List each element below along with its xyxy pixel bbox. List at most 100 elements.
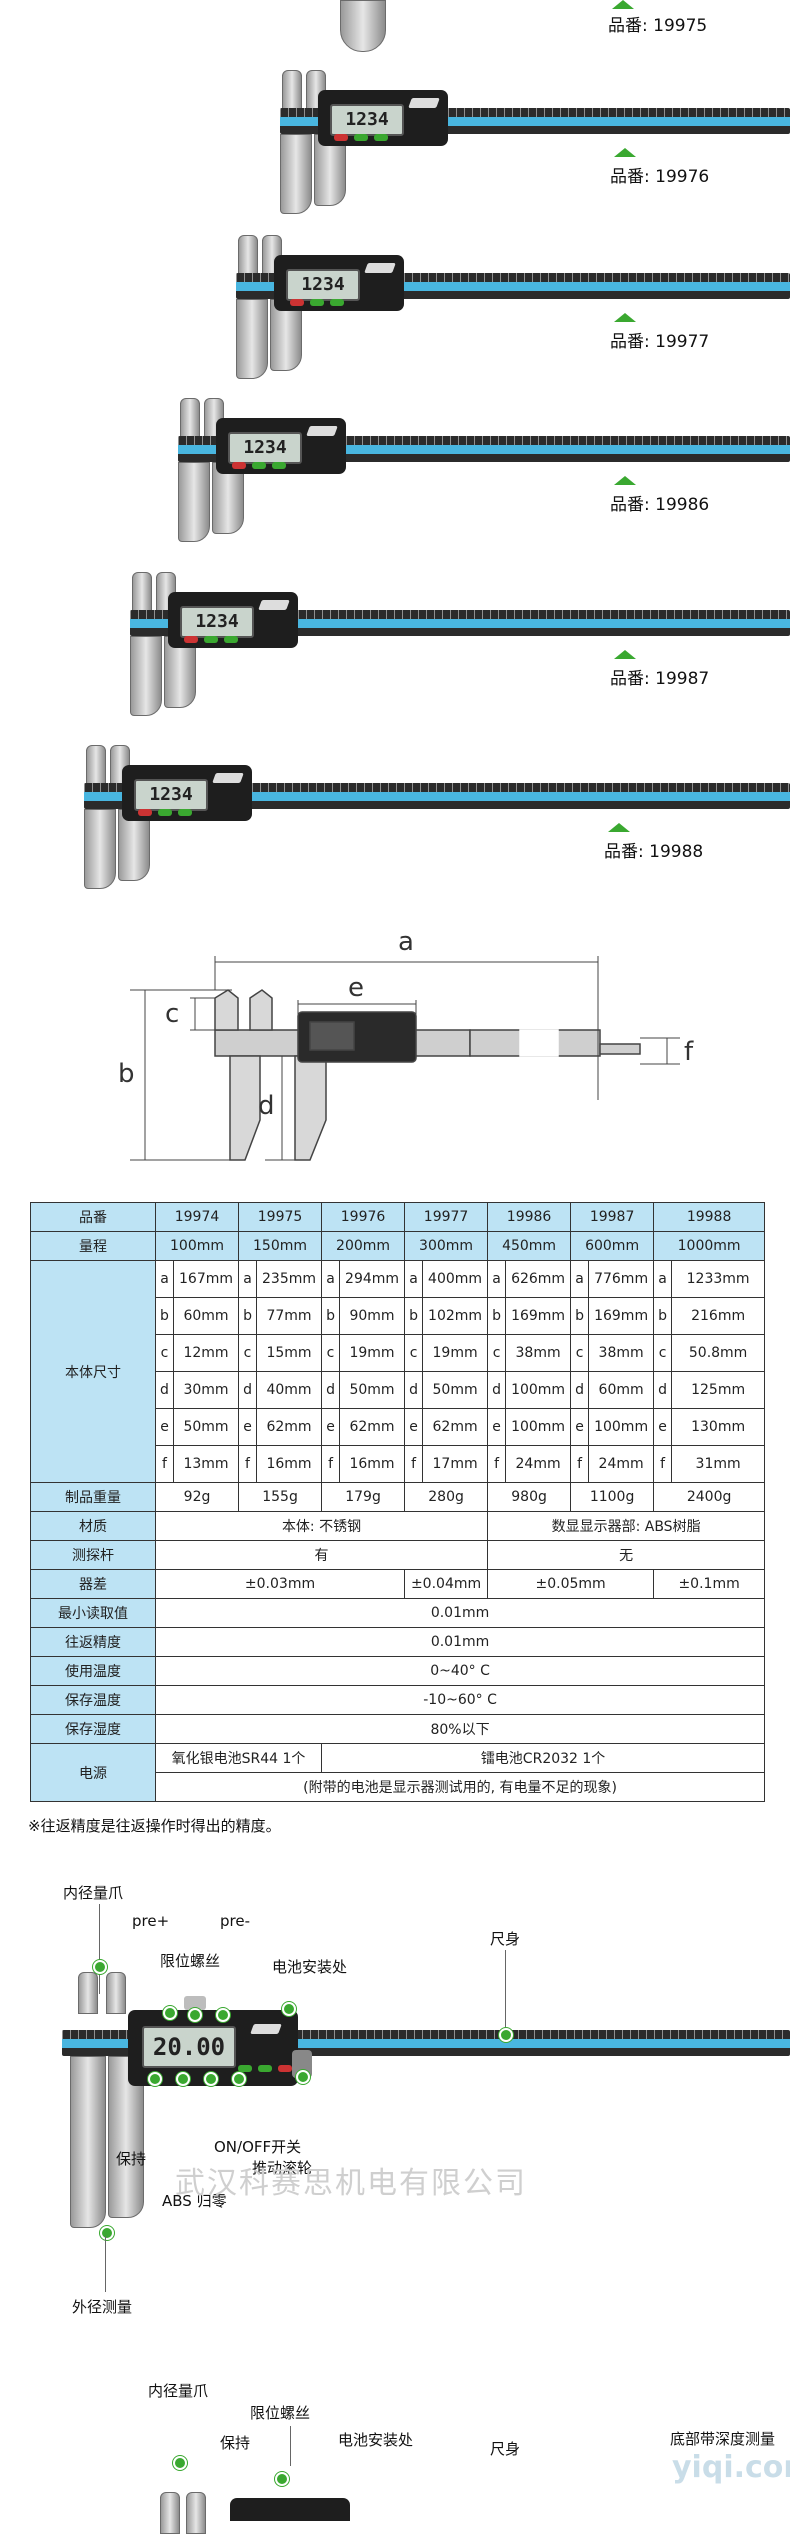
table-cell: 50mm <box>422 1371 489 1409</box>
label2-limit-screw: 限位螺丝 <box>250 2404 311 2422</box>
header-cell: 19974 <box>154 1202 240 1232</box>
table-cell: 本体: 不锈钢 <box>154 1511 489 1541</box>
triangle-icon <box>614 476 636 485</box>
table-cell: 16mm <box>256 1445 323 1483</box>
marker-outer-measure <box>100 2226 114 2240</box>
header-cell: 19976 <box>321 1202 406 1232</box>
dim-letter: e <box>653 1408 673 1446</box>
site-watermark: yiqi.com <box>672 2450 790 2485</box>
table-cell: 40mm <box>256 1371 323 1409</box>
table-cell: 92g <box>154 1482 240 1512</box>
table-cell: ±0.1mm <box>653 1569 766 1599</box>
table-cell: 216mm <box>671 1297 766 1335</box>
dim-letter: b <box>570 1297 590 1335</box>
inner-jaw <box>132 572 152 614</box>
row-label: 往返精度 <box>30 1627 156 1657</box>
lcd-display: 1234 <box>330 104 404 136</box>
precision-note: ※往返精度是往返操作时得出的精度。 <box>28 1817 281 1835</box>
table-cell: 626mm <box>505 1260 572 1298</box>
table-cell: 镭电池CR2032 1个 <box>321 1743 766 1773</box>
table-cell: 62mm <box>256 1408 323 1446</box>
table-cell: 24mm <box>505 1445 572 1483</box>
table-cell: 17mm <box>422 1445 489 1483</box>
row-label: 最小读取值 <box>30 1598 156 1628</box>
label2-ruler: 尺身 <box>490 2440 521 2458</box>
label2-hold: 保持 <box>220 2434 251 2452</box>
row-label: 器差 <box>30 1569 156 1599</box>
outer-jaw <box>236 299 268 379</box>
table-row: 电源氧化银电池SR44 1个镭电池CR2032 1个 <box>30 1743 766 1802</box>
table-row: 材质本体: 不锈钢数显显示器部: ABS树脂 <box>30 1511 766 1541</box>
table-cell: 15mm <box>256 1334 323 1372</box>
marker2-limit-screw <box>275 2472 289 2486</box>
table-cell: 50mm <box>339 1371 406 1409</box>
marker2-inner-jaw <box>173 2456 187 2470</box>
dim-label-c: c <box>165 999 179 1029</box>
table-cell: 0~40° C <box>154 1656 766 1686</box>
label-hold: 保持 <box>116 2150 147 2168</box>
dim-letter: d <box>238 1371 258 1409</box>
product-label: 品番: 19976 <box>610 167 710 187</box>
label-pre-minus: pre- <box>220 1912 250 1930</box>
triangle-icon <box>614 148 636 157</box>
table-cell: 60mm <box>588 1371 655 1409</box>
table-cell: 280g <box>404 1482 489 1512</box>
product-label-19975: 品番: 19975 <box>608 16 708 36</box>
dim-letter: f <box>570 1445 590 1483</box>
label-onoff: ON/OFF开关 <box>214 2138 302 2156</box>
display-head: 1234 <box>274 255 404 311</box>
dim-letter: a <box>570 1260 590 1298</box>
table-cell: 200mm <box>321 1231 406 1261</box>
table-cell: 100mm <box>588 1408 655 1446</box>
outer-jaw <box>118 809 150 881</box>
display-head: 1234 <box>168 592 298 648</box>
outer-jaw <box>130 636 162 716</box>
dim-letter: b <box>653 1297 673 1335</box>
inner-jaw-b2 <box>186 2492 206 2534</box>
dim-label-d: d <box>258 1091 275 1121</box>
table-cell: 102mm <box>422 1297 489 1335</box>
product-label: 品番: 19987 <box>610 669 710 689</box>
row-label: 制品重量 <box>30 1482 156 1512</box>
inner-jaw <box>78 1972 98 2014</box>
table-cell: ±0.03mm <box>154 1569 406 1599</box>
row-label: 保存温度 <box>30 1685 156 1715</box>
dim-letter: b <box>321 1297 341 1335</box>
table-row: 保存温度-10~60° C <box>30 1685 766 1715</box>
table-cell: 38mm <box>505 1334 572 1372</box>
lcd-display: 1234 <box>228 432 302 464</box>
dim-letter: e <box>155 1408 174 1446</box>
triangle-icon <box>612 0 634 9</box>
marker-ruler <box>499 2028 513 2042</box>
label2-inner-jaw: 内径量爪 <box>148 2382 209 2400</box>
table-cell: 有 <box>154 1540 489 1570</box>
table-cell: 24mm <box>588 1445 655 1483</box>
dim-letter: e <box>238 1408 258 1446</box>
label-outer-measure: 外径测量 <box>72 2298 133 2316</box>
dim-letter: c <box>653 1334 673 1372</box>
dim-letter: d <box>321 1371 341 1409</box>
table-cell: 50.8mm <box>671 1334 766 1372</box>
table-cell: 62mm <box>339 1408 406 1446</box>
marker-zero <box>204 2072 218 2086</box>
dim-letter: a <box>155 1260 174 1298</box>
table-cell: 179g <box>321 1482 406 1512</box>
table-cell: 235mm <box>256 1260 323 1298</box>
row-label: 使用温度 <box>30 1656 156 1686</box>
table-cell: 776mm <box>588 1260 655 1298</box>
dim-label-a: a <box>398 927 414 957</box>
dim-label-f: f <box>684 1037 694 1067</box>
table-cell: ±0.04mm <box>404 1569 489 1599</box>
table-cell: 169mm <box>588 1297 655 1335</box>
table-cell: 125mm <box>671 1371 766 1409</box>
product-label: 品番: 19988 <box>604 842 704 862</box>
dim-letter: e <box>404 1408 424 1446</box>
table-cell: 169mm <box>505 1297 572 1335</box>
inner-jaw-b <box>160 2492 180 2534</box>
inner-jaw <box>180 398 200 440</box>
marker-hold <box>148 2072 162 2086</box>
label-ruler: 尺身 <box>490 1930 521 1948</box>
